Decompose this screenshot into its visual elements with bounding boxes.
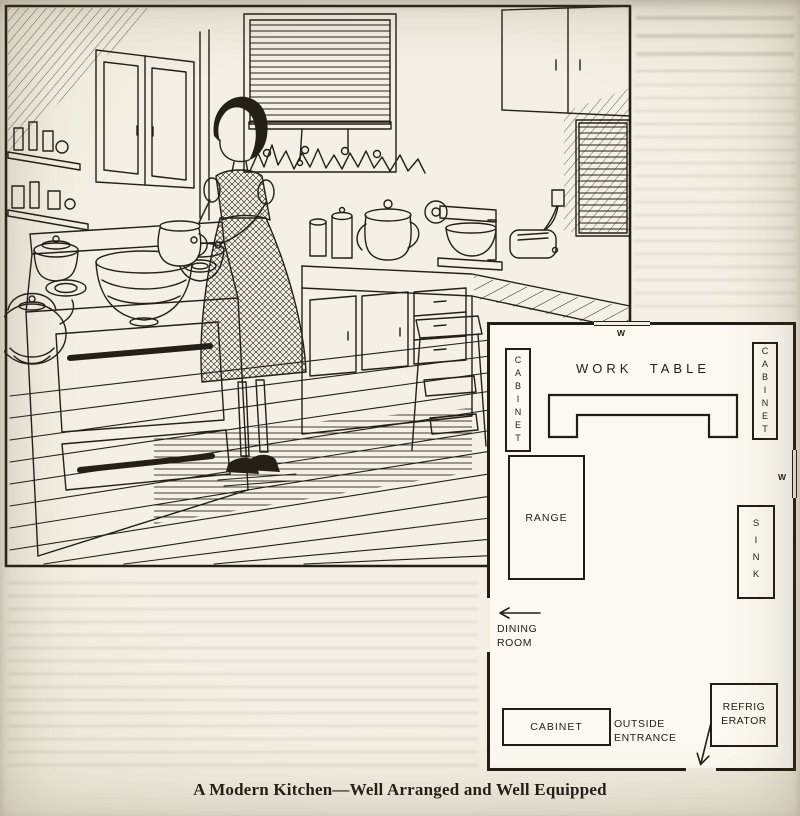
dining-room-arrow-icon <box>499 607 541 619</box>
window-blind <box>243 13 397 173</box>
range-box: RANGE <box>508 455 585 580</box>
canisters <box>309 206 353 259</box>
window-symbol-top <box>594 321 650 326</box>
entrance-doorway <box>686 768 716 771</box>
caption: A Modern Kitchen—Well Arranged and Well … <box>193 780 607 799</box>
illustration-frame <box>4 4 632 568</box>
wall-outlet <box>543 189 565 231</box>
dining-room-doorway <box>487 598 490 652</box>
left-shelves <box>7 121 89 231</box>
upper-cabinets-left <box>95 29 210 221</box>
work-table-outline <box>547 393 739 439</box>
range-label: RANGE <box>525 511 568 524</box>
window-symbol-right <box>792 450 797 498</box>
cabinet-right-box: CABINET <box>752 342 778 440</box>
toaster <box>509 205 559 259</box>
refrigerator-label-line2: ERATOR <box>721 715 767 727</box>
refrigerator-label-line1: REFRIG <box>722 701 766 714</box>
kitchen-illustration <box>4 4 632 568</box>
coffee-percolator <box>356 199 420 261</box>
dining-room-label: DINING ROOM <box>497 622 537 650</box>
print-through-heading <box>636 16 794 72</box>
right-window-blind <box>575 119 631 237</box>
floor-plan: W W WORK TABLE CABINET CABINET RANGE SIN… <box>487 321 797 771</box>
window-marker-top: W <box>617 328 626 338</box>
woman-figure <box>157 96 307 487</box>
work-table-label: WORK TABLE <box>575 361 711 376</box>
tea-kettle <box>4 292 75 365</box>
sink-box: SINK <box>737 505 775 599</box>
upper-cabinets-right <box>501 5 631 117</box>
dining-room-label-line1: DINING <box>497 623 538 635</box>
stand-mixer <box>424 200 503 271</box>
window-marker-right: W <box>777 472 786 482</box>
refrigerator-box: REFRIG ERATOR <box>710 683 778 747</box>
print-through-column <box>634 84 796 318</box>
outside-entrance-label-line1: OUTSIDE <box>614 718 665 730</box>
cabinet-bottom-label: CABINET <box>530 721 583 733</box>
cabinet-right-label: CABINET <box>760 345 770 437</box>
outside-entrance-label: OUTSIDE ENTRANCE <box>614 717 677 745</box>
cabinet-left-box: CABINET <box>505 348 531 452</box>
dining-room-label-line2: ROOM <box>497 637 533 650</box>
outside-entrance-label-line2: ENTRANCE <box>614 732 677 745</box>
cabinet-left-label: CABINET <box>513 354 523 446</box>
flower-box <box>249 144 426 174</box>
cabinet-bottom-box: CABINET <box>502 708 611 746</box>
print-through-paragraphs <box>8 582 478 772</box>
sink-label: SINK <box>750 518 762 586</box>
entrance-arrow-icon <box>696 722 712 766</box>
